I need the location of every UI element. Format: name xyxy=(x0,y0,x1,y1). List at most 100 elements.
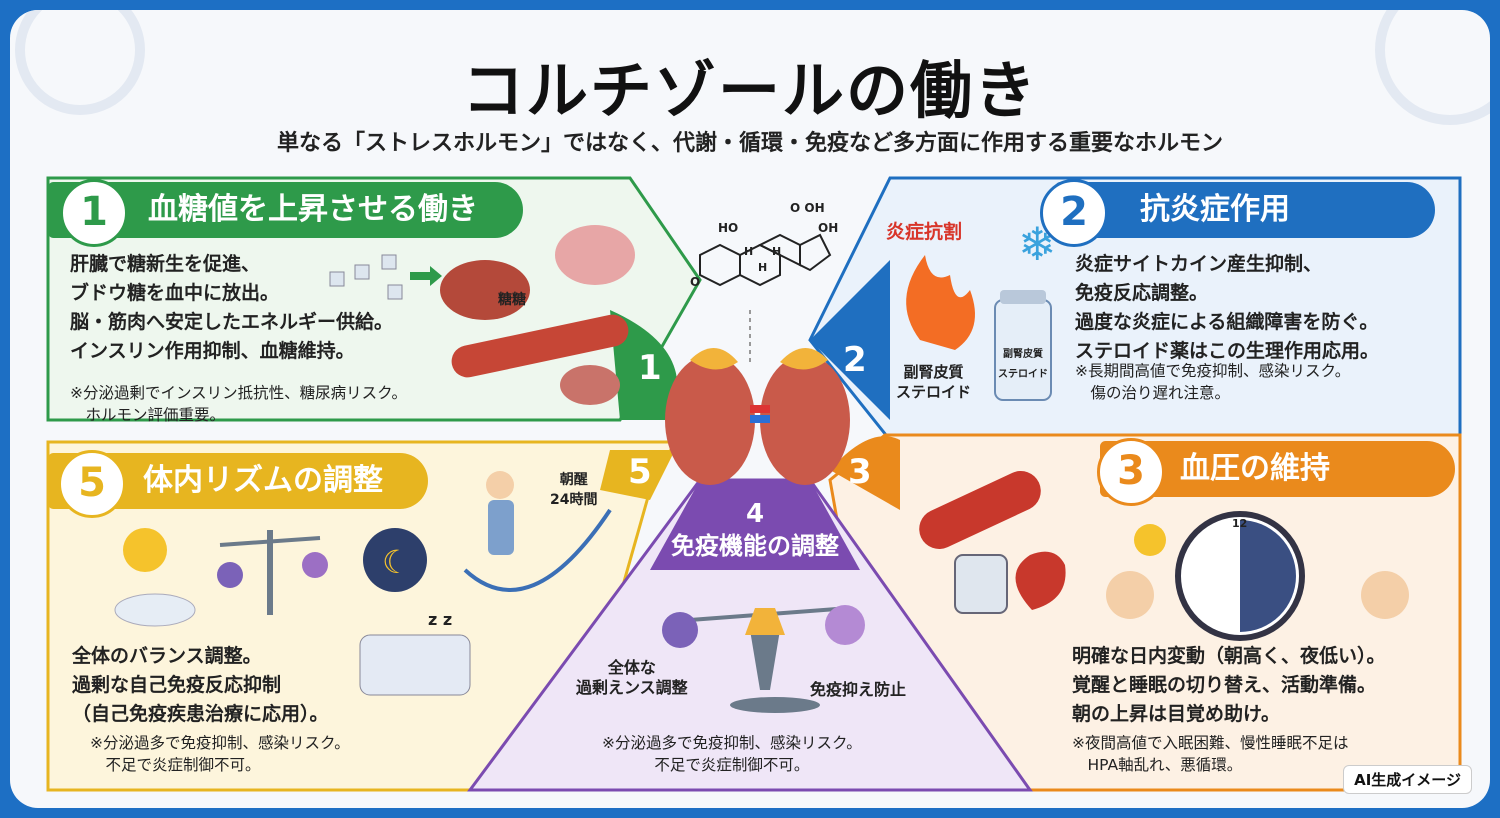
rhythm-arrow-icon xyxy=(463,508,612,592)
panel5-illustrations: ☾ xyxy=(114,471,612,696)
panel2-side-number: 2 xyxy=(843,340,867,380)
kidneys-illustration xyxy=(665,310,850,485)
bp-monitor-icon xyxy=(954,554,1008,614)
ring-d xyxy=(799,233,832,272)
moon-icon: ☾ xyxy=(382,543,411,581)
left-kidney xyxy=(665,355,755,485)
sugar-cube-1 xyxy=(329,271,345,287)
immune-cell-right xyxy=(302,552,328,578)
brain-icon xyxy=(555,225,635,285)
panel2-title: 抗炎症作用 xyxy=(1140,192,1290,227)
panel1-side-number: 1 xyxy=(638,348,662,388)
panel5-side-tab xyxy=(600,450,675,500)
panel2-header: 抗炎症作用 xyxy=(1055,182,1435,238)
panel1-text: 肝臓で糖新生を促進、 ブドウ糖を血中に放出。 脳・筋肉へ安定したエネルギー供給。… xyxy=(70,253,394,362)
scale-beam xyxy=(219,536,321,547)
panel1-note: ※分泌過剰でインスリン抵抗性、糖尿病リスク。 ホルモン評価重要。 xyxy=(70,384,407,424)
panel2-bottle-label: 副腎皮質 ステロイド xyxy=(998,349,1048,380)
sugar-cube-2 xyxy=(354,264,370,280)
panel3-illustrations xyxy=(919,470,1409,641)
panel5-sleep-z: z z xyxy=(428,610,453,629)
panel4-header: 4 免疫機能の調整 xyxy=(650,498,860,562)
vein xyxy=(750,415,770,423)
immune-cell-4-left xyxy=(662,612,698,648)
panel4-right-label: 免疫抑え防止 xyxy=(810,680,907,699)
panel2-text: 炎症サイトカイン産生抑制、 免疫反応調整。 過度な炎症による組織障害を防ぐ。 ス… xyxy=(1075,253,1380,362)
panel3-clock-label: 12 xyxy=(1232,517,1248,530)
blood-vessel-icon xyxy=(451,314,629,378)
artery xyxy=(750,405,770,413)
left-adrenal xyxy=(690,347,738,370)
panel4-left-label: 全体な 過剰えンス調整 xyxy=(576,658,688,697)
arrow-to-liver-icon xyxy=(410,266,442,286)
molecule-h1: H xyxy=(758,261,768,274)
night-icon xyxy=(363,528,427,592)
decor-circle-right xyxy=(1375,10,1490,125)
panel4-illustrations xyxy=(662,605,865,713)
scale4-pivot xyxy=(745,608,785,635)
ring-a xyxy=(699,243,741,287)
panel4-note: ※分泌過多で免疫抑制、感染リスク。 不足で炎症制御不可。 xyxy=(602,734,862,774)
page-subtitle: 単なる「ストレスホルモン」ではなく、代謝・循環・免疫など多方面に作用する重要なホ… xyxy=(276,131,1223,156)
molecule-oh: OH xyxy=(818,221,839,235)
page-title: コルチゾールの働き xyxy=(461,54,1038,127)
waking-person-body xyxy=(488,500,514,555)
panel1-number-badge: 1 xyxy=(60,179,128,247)
panel1-label: 糖糖 xyxy=(498,292,526,308)
cortisol-molecule xyxy=(699,233,832,287)
molecule-h3: H xyxy=(744,245,754,258)
panel2-illustrations: ❄ xyxy=(906,217,1057,401)
sun-icon-5 xyxy=(123,528,167,572)
panel5-rhythm-label: 朝醒 24時間 xyxy=(550,472,598,508)
right-kidney xyxy=(760,355,850,485)
waking-person-head xyxy=(486,471,514,499)
muscle-icon xyxy=(560,365,620,405)
virus-icon xyxy=(825,605,865,645)
panel5-number-badge: 5 xyxy=(58,450,126,518)
molecule-h2: H xyxy=(772,245,782,258)
panel1-title: 血糖値を上昇させる働き xyxy=(148,192,478,227)
panel4-header-bg xyxy=(650,480,860,570)
molecule-ho: HO xyxy=(718,221,739,235)
panel1-illustrations xyxy=(329,225,635,405)
panel2-red-label: 炎症抗割 xyxy=(886,221,963,243)
panel2-number-badge: 2 xyxy=(1040,179,1108,247)
sugar-cube-3 xyxy=(381,254,397,270)
panel5-side-number: 5 xyxy=(628,452,652,492)
decor-circle-left xyxy=(15,10,145,115)
panel-backgrounds: ❄ ☾ xyxy=(15,10,1490,792)
cloud-icon xyxy=(114,593,196,627)
panel3-text: 明確な日内変動（朝高く、夜低い）。 覚醒と睡眠の切り替え、活動準備。 朝の上昇は… xyxy=(1072,645,1386,725)
panel2-note: ※長期間高値で免疫抑制、感染リスク。 傷の治り遅れ注意。 xyxy=(1075,362,1351,402)
heart-icon xyxy=(1015,551,1066,610)
panel3-side-number: 3 xyxy=(848,452,872,492)
clock-night-half xyxy=(1240,520,1296,632)
infographic-frame: ❄ ☾ xyxy=(10,10,1490,808)
man-avatar xyxy=(1361,571,1409,619)
sun-icon-3 xyxy=(1134,524,1166,556)
panel5-title: 体内リズムの調整 xyxy=(143,463,383,498)
artery-icon xyxy=(919,470,1041,550)
fire-icon xyxy=(906,255,975,350)
sleeping-person-icon xyxy=(359,634,471,696)
panel4-number: 4 xyxy=(745,499,765,529)
panel5-text: 全体のバランス調整。 過剰な自己免疫反応抑制 （自己免疫疾患治療に応用）。 xyxy=(72,645,329,725)
sugar-cube-4 xyxy=(387,284,403,300)
right-adrenal xyxy=(780,347,828,370)
bottle-cap xyxy=(1000,290,1046,304)
panel3-side-tab xyxy=(830,436,900,510)
panel4-title: 免疫機能の調整 xyxy=(671,532,839,560)
liver-icon xyxy=(440,260,530,320)
panel3-title: 血圧の維持 xyxy=(1180,451,1330,486)
panel1-side-tab xyxy=(610,310,678,420)
immune-cell-left xyxy=(217,562,243,588)
panel5-note: ※分泌過多で免疫抑制、感染リスク。 不足で炎症制御不可。 xyxy=(90,734,350,774)
panel2-side-tab xyxy=(810,260,890,420)
panel2-steroid-label: 副腎皮質 ステロイド xyxy=(896,363,972,401)
scale4-base xyxy=(730,697,820,713)
scale4-pole xyxy=(750,630,780,690)
molecule-o: O xyxy=(690,275,701,289)
panel3-note: ※夜間高値で入眠困難、慢性睡眠不足は HPA軸乱れ、悪循環。 xyxy=(1072,734,1349,774)
molecule-cooh: O OH xyxy=(790,201,825,215)
woman-avatar xyxy=(1106,571,1154,619)
